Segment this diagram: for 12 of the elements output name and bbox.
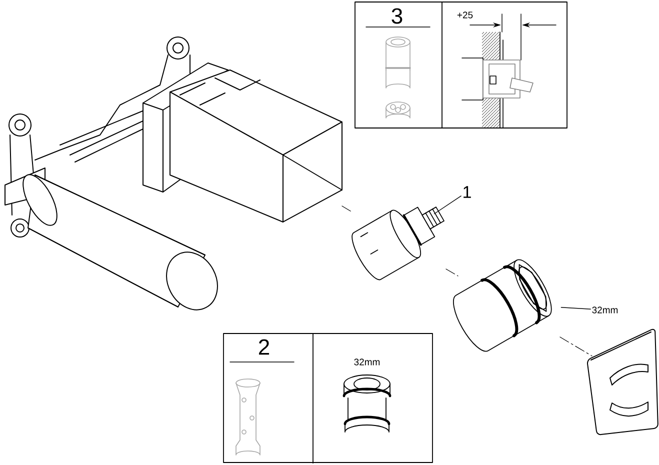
callout-number: 1	[464, 186, 471, 198]
leader-line	[434, 196, 462, 214]
dimension-label: 32mm	[592, 306, 618, 314]
inset-frame	[223, 333, 433, 463]
inset-frame	[354, 2, 568, 128]
dimension-label: +25	[457, 12, 473, 18]
dimension-label: 32mm	[354, 358, 380, 366]
nut-drawing	[453, 259, 552, 352]
leader-line	[560, 307, 591, 310]
panel-number: 2	[259, 339, 270, 355]
panel-number: 3	[392, 8, 402, 24]
cartridge-drawing	[352, 206, 444, 280]
